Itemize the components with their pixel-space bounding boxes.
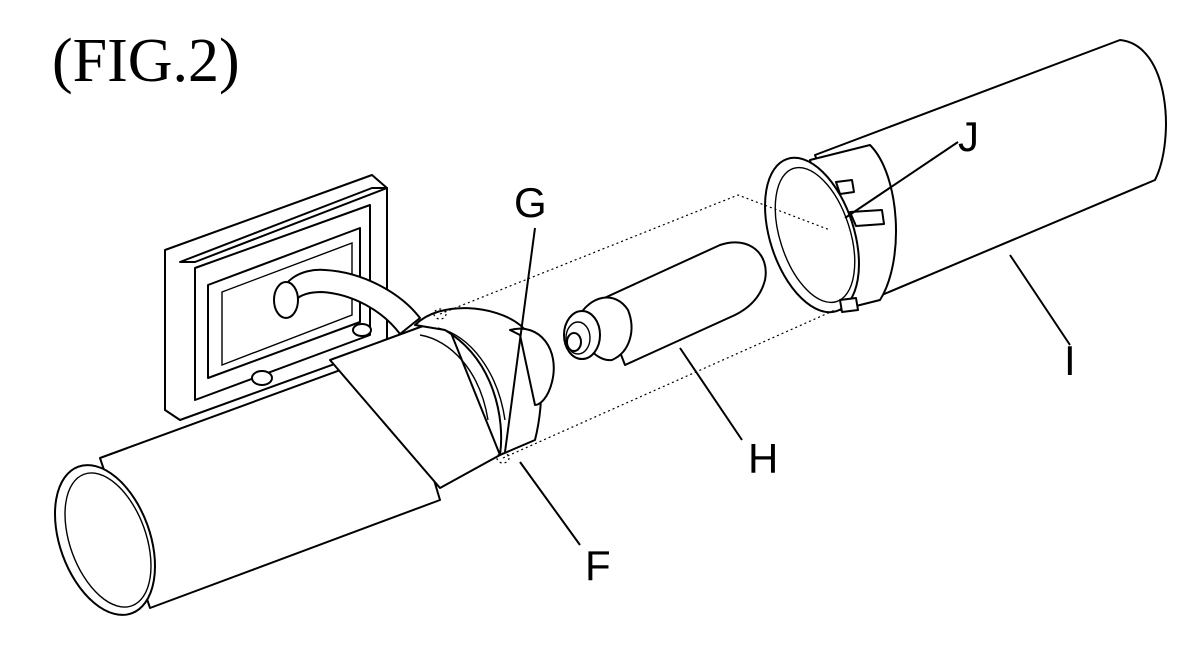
callout-G: G <box>514 179 547 226</box>
assembly-guide-lines <box>439 194 836 459</box>
callout-I: I <box>1064 337 1076 384</box>
left-glass-shade <box>54 349 441 616</box>
bulb-H <box>563 241 767 366</box>
figure-title: (FIG.2) <box>52 27 240 95</box>
callout-F: F <box>585 542 611 589</box>
leader-G <box>504 227 536 453</box>
callout-H: H <box>748 435 779 482</box>
leader-J <box>844 141 959 219</box>
support-arm <box>273 268 421 335</box>
leader-lines <box>504 141 1071 546</box>
leader-H <box>679 347 743 441</box>
leader-F <box>519 461 581 546</box>
callout-J: J <box>958 113 979 160</box>
right-glass-shade-I <box>764 39 1167 314</box>
leader-I <box>1009 254 1071 346</box>
